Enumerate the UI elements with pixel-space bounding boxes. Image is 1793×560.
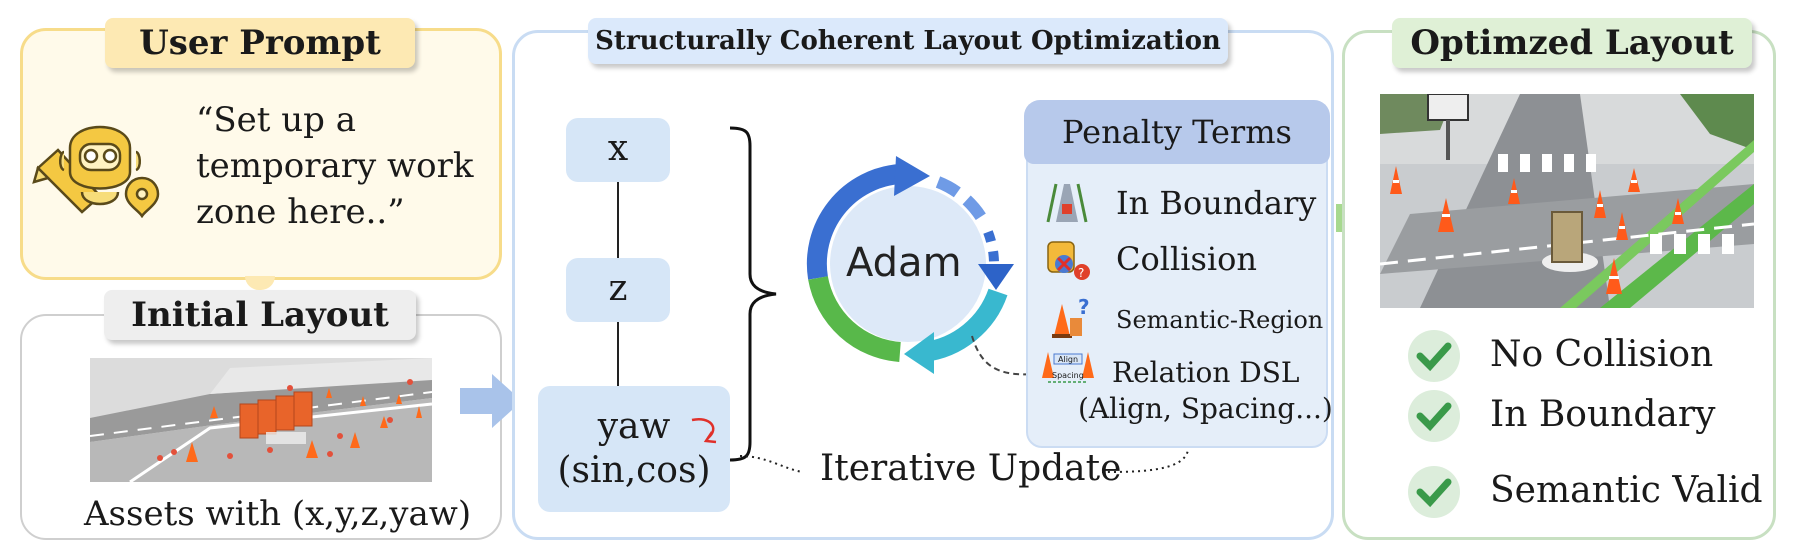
- cone-question-icon: ?: [1048, 294, 1094, 338]
- user-prompt-title: User Prompt: [105, 18, 415, 68]
- variable-link-1: [617, 182, 619, 258]
- variable-bracket: [726, 124, 786, 464]
- relation-dsl-icon: Align Spacing: [1038, 342, 1098, 388]
- prompt-line-2: temporary work: [196, 146, 474, 186]
- penalty-in-boundary: In Boundary: [1116, 184, 1317, 222]
- adam-cycle-diagram: [788, 142, 1028, 382]
- variable-yaw-label: yaw: [597, 406, 671, 447]
- variable-z: z: [566, 258, 670, 322]
- initial-layout-caption: Assets with (x,y,z,yaw): [84, 494, 472, 534]
- penalty-semantic-region: Semantic-Region: [1116, 306, 1324, 334]
- variable-x: x: [566, 118, 670, 182]
- penalty-collision: Collision: [1116, 240, 1257, 278]
- adam-label: Adam: [846, 240, 962, 286]
- check-no-collision: No Collision: [1490, 334, 1714, 375]
- variable-link-2: [617, 322, 619, 386]
- variable-sincos-label: (sin,cos): [557, 450, 711, 491]
- check-icon-3: [1406, 464, 1462, 520]
- check-icon-2: [1406, 388, 1462, 444]
- rotation-arrow-icon: [691, 417, 717, 444]
- optimized-layout-image: [1379, 93, 1755, 308]
- optimization-title: Structurally Coherent Layout Optimizatio…: [588, 18, 1228, 64]
- variable-yaw: yaw (sin,cos): [538, 386, 730, 512]
- check-in-boundary: In Boundary: [1490, 394, 1716, 435]
- prompt-connector: [245, 276, 275, 290]
- prompt-line-3: zone here..”: [196, 192, 405, 232]
- spacing-icon-text: Spacing: [1052, 371, 1084, 380]
- penalty-relation-dsl-detail: (Align, Spacing...): [1078, 392, 1333, 425]
- robot-icon: [30, 108, 180, 219]
- initial-layout-title: Initial Layout: [104, 290, 416, 340]
- initial-layout-image: [89, 358, 433, 484]
- prompt-line-1: “Set up a: [196, 100, 357, 140]
- optimized-layout-title: Optimzed Layout: [1392, 18, 1752, 68]
- iterative-update-label: Iterative Update: [820, 448, 1122, 489]
- input-arrow: [458, 372, 524, 430]
- variable-x-label: x: [607, 128, 629, 169]
- svg-text:?: ?: [1078, 295, 1090, 319]
- penalty-terms-header: Penalty Terms: [1024, 100, 1330, 164]
- svg-text:?: ?: [1078, 266, 1084, 280]
- align-icon-text: Align: [1058, 355, 1078, 364]
- check-semantic-valid: Semantic Valid: [1490, 470, 1763, 511]
- check-icon-1: [1406, 328, 1462, 384]
- collision-icon: ?: [1042, 238, 1094, 282]
- variable-z-label: z: [608, 268, 628, 309]
- boundary-icon: [1044, 182, 1090, 224]
- penalty-relation-dsl: Relation DSL: [1112, 356, 1300, 389]
